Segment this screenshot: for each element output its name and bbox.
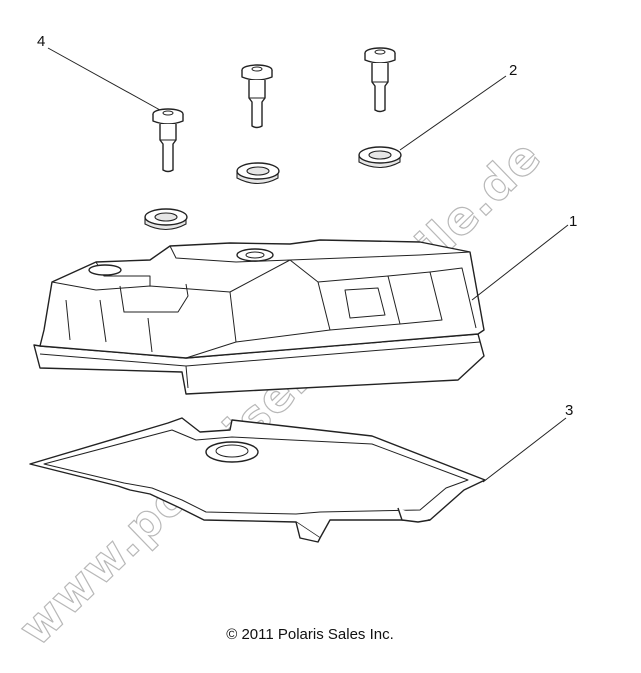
callout-3: 3 xyxy=(565,402,573,419)
valve-cover xyxy=(33,239,485,395)
callout-1: 1 xyxy=(569,213,577,230)
grommet-middle xyxy=(236,162,280,185)
bolt-middle xyxy=(241,64,273,129)
leader-4 xyxy=(47,47,161,111)
leader-2 xyxy=(399,75,507,151)
bolt-left xyxy=(152,108,184,173)
watermark: www.polarisersatzteile.de xyxy=(8,128,552,656)
leader-1 xyxy=(471,224,569,301)
grommet-right xyxy=(358,146,402,169)
leader-3 xyxy=(482,417,567,483)
watermark-text: www.polarisersatzteile.de xyxy=(8,129,551,656)
grommet-left xyxy=(144,208,188,231)
bolt-right xyxy=(364,47,396,113)
callout-2: 2 xyxy=(509,62,517,79)
copyright-text: © 2011 Polaris Sales Inc. xyxy=(226,626,394,643)
callout-4: 4 xyxy=(37,33,45,50)
leader-lines xyxy=(47,47,569,483)
gasket xyxy=(29,417,486,543)
